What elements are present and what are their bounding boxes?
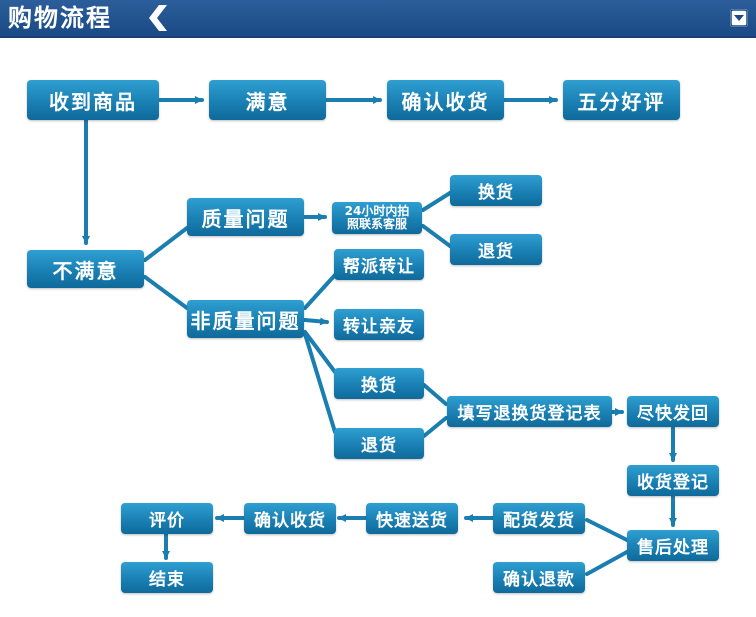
node-return-nonquality: 退货 [334, 428, 424, 459]
node-send-back: 尽快发回 [627, 396, 719, 427]
line-contact-exchange [421, 191, 452, 212]
line-aftersales-refund [585, 550, 629, 576]
collapse-button[interactable] [730, 9, 748, 27]
line-exchange-form [422, 383, 448, 406]
node-help-transfer: 帮派转让 [334, 249, 424, 280]
node-fast-delivery: 快速送货 [366, 503, 458, 534]
node-return-quality: 退货 [450, 234, 542, 265]
line-return-form [422, 416, 448, 438]
node-non-quality-issue: 非质量问题 [187, 300, 304, 338]
line-nq-return [303, 332, 337, 434]
node-confirm-refund: 确认退款 [493, 562, 585, 593]
chevron-left-icon [149, 5, 167, 31]
node-contact-service: 24小时内拍 照联系客服 [332, 202, 422, 234]
page-title: 购物流程 [8, 4, 112, 32]
node-quality-issue: 质量问题 [187, 198, 304, 236]
contact-line-1: 24小时内拍 [344, 204, 410, 218]
node-fill-form: 填写退换货登记表 [447, 396, 612, 427]
node-exchange-quality: 换货 [450, 175, 542, 206]
line-nq-help [303, 273, 337, 310]
line-aftersales-ship [585, 518, 629, 542]
node-review: 评价 [121, 503, 213, 534]
node-satisfied: 满意 [209, 80, 326, 120]
contact-line-2: 照联系客服 [346, 217, 407, 231]
node-confirm-receipt-2: 确认收货 [244, 503, 336, 534]
node-after-sales: 售后处理 [627, 530, 719, 561]
header-bar: 购物流程 [0, 0, 756, 38]
node-end: 结束 [121, 562, 213, 593]
node-transfer-friends: 转让亲友 [334, 309, 424, 340]
node-unsatisfied: 不满意 [27, 250, 144, 288]
line-contact-return [421, 224, 452, 248]
arrow-nq-transfer [303, 317, 329, 326]
node-five-star: 五分好评 [563, 80, 680, 120]
line-unsat-quality [143, 226, 189, 262]
node-register-receipt: 收货登记 [627, 465, 719, 496]
node-received: 收到商品 [27, 80, 159, 120]
node-ship-replacement: 配货发货 [493, 503, 585, 534]
collapse-down-icon [730, 9, 748, 27]
node-confirm-receipt: 确认收货 [387, 80, 504, 120]
line-nq-exchange [303, 330, 337, 374]
line-unsat-nonquality [143, 275, 189, 310]
node-exchange-nonquality: 换货 [334, 368, 424, 399]
